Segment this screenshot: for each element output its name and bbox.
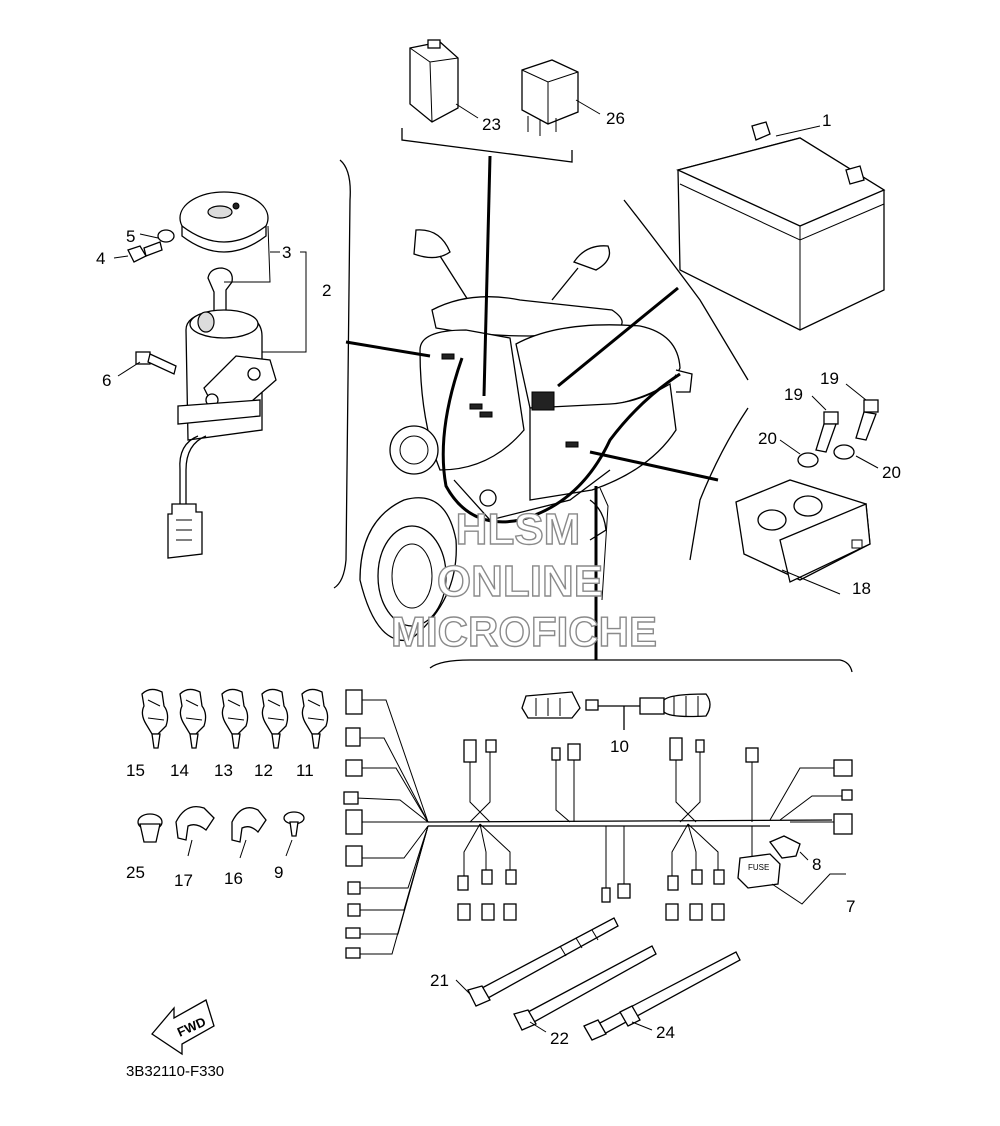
callout-15: 15 bbox=[126, 761, 145, 780]
part-21-cable-tie bbox=[467, 917, 619, 1007]
callout-12: 12 bbox=[254, 761, 273, 780]
callout-4: 4 bbox=[96, 249, 105, 268]
leader-2 bbox=[262, 251, 307, 353]
part-key bbox=[207, 267, 233, 315]
callout-24: 24 bbox=[656, 1023, 675, 1042]
callout-10: 10 bbox=[610, 737, 629, 756]
fuse-label: FUSE bbox=[748, 863, 769, 872]
leader-22 bbox=[529, 1021, 547, 1033]
callout-20-left: 20 bbox=[758, 429, 777, 448]
part-3-switch-cover bbox=[179, 191, 269, 253]
callout-2: 2 bbox=[322, 281, 331, 300]
part-24-cable-tie bbox=[583, 951, 741, 1041]
callout-16: 16 bbox=[224, 869, 243, 888]
callout-22: 22 bbox=[550, 1029, 569, 1048]
part-5-washer bbox=[157, 229, 175, 243]
callout-6: 6 bbox=[102, 371, 111, 390]
leader-5 bbox=[139, 233, 159, 239]
callout-9: 9 bbox=[274, 863, 283, 882]
callout-7: 7 bbox=[846, 897, 855, 916]
leader-6 bbox=[117, 361, 141, 377]
callout-8: 8 bbox=[812, 855, 821, 874]
part-9-clip bbox=[283, 811, 305, 857]
watermark-line-3: MICROFICHE bbox=[391, 608, 657, 655]
callout-26: 26 bbox=[606, 109, 625, 128]
leader-7 bbox=[771, 873, 846, 905]
leader-3 bbox=[224, 225, 271, 283]
callout-1: 1 bbox=[822, 111, 831, 130]
callout-19-left: 19 bbox=[784, 385, 803, 404]
part-2-main-switch bbox=[167, 309, 277, 559]
part-19-bolt-left bbox=[815, 411, 839, 453]
part-23-relay-unit bbox=[409, 39, 479, 123]
part-16-clamp bbox=[231, 807, 267, 859]
part-4-screw bbox=[127, 241, 163, 263]
callout-23: 23 bbox=[482, 115, 501, 134]
part-6-bolt bbox=[135, 351, 177, 375]
part-10-sub-lead bbox=[521, 691, 711, 730]
leader-19b bbox=[845, 383, 867, 401]
watermark-line-2: ONLINE bbox=[437, 557, 603, 606]
leader-20b bbox=[855, 455, 879, 469]
part-20-washer-right bbox=[833, 444, 855, 460]
part-17-clamp bbox=[175, 805, 215, 857]
part-18-rectifier-regulator bbox=[735, 479, 871, 595]
leader-8 bbox=[799, 851, 809, 861]
callout-5: 5 bbox=[126, 227, 135, 246]
callout-19-right: 19 bbox=[820, 369, 839, 388]
leader-4 bbox=[113, 255, 129, 259]
pointer-lines bbox=[345, 155, 853, 673]
part-19-bolt-right bbox=[855, 399, 879, 441]
callout-20-right: 20 bbox=[882, 463, 901, 482]
part-25-grommet bbox=[137, 813, 163, 843]
leader-20a bbox=[779, 439, 801, 455]
callout-14: 14 bbox=[170, 761, 189, 780]
callout-18: 18 bbox=[852, 579, 871, 598]
clip-row bbox=[141, 688, 329, 749]
watermark-line-1: HLSM bbox=[456, 505, 581, 554]
leader-24 bbox=[631, 1021, 653, 1031]
fwd-arrow: FWD bbox=[151, 999, 215, 1056]
callout-21: 21 bbox=[430, 971, 449, 990]
part-1-battery bbox=[676, 121, 886, 331]
leader-19a bbox=[811, 395, 827, 411]
callout-25: 25 bbox=[126, 863, 145, 882]
callout-13: 13 bbox=[214, 761, 233, 780]
part-22-cable-tie bbox=[513, 945, 657, 1031]
part-26-relay bbox=[521, 59, 601, 136]
diagram-code: 3B32110-F330 bbox=[126, 1063, 224, 1080]
wire-harness: FUSE bbox=[343, 689, 853, 959]
top-bracket bbox=[401, 128, 573, 163]
part-20-washer-left bbox=[797, 452, 819, 468]
callout-3: 3 bbox=[282, 243, 291, 262]
callout-17: 17 bbox=[174, 871, 193, 890]
callout-11: 11 bbox=[296, 761, 314, 780]
scooter-outline bbox=[333, 159, 693, 642]
leader-21 bbox=[455, 979, 471, 995]
